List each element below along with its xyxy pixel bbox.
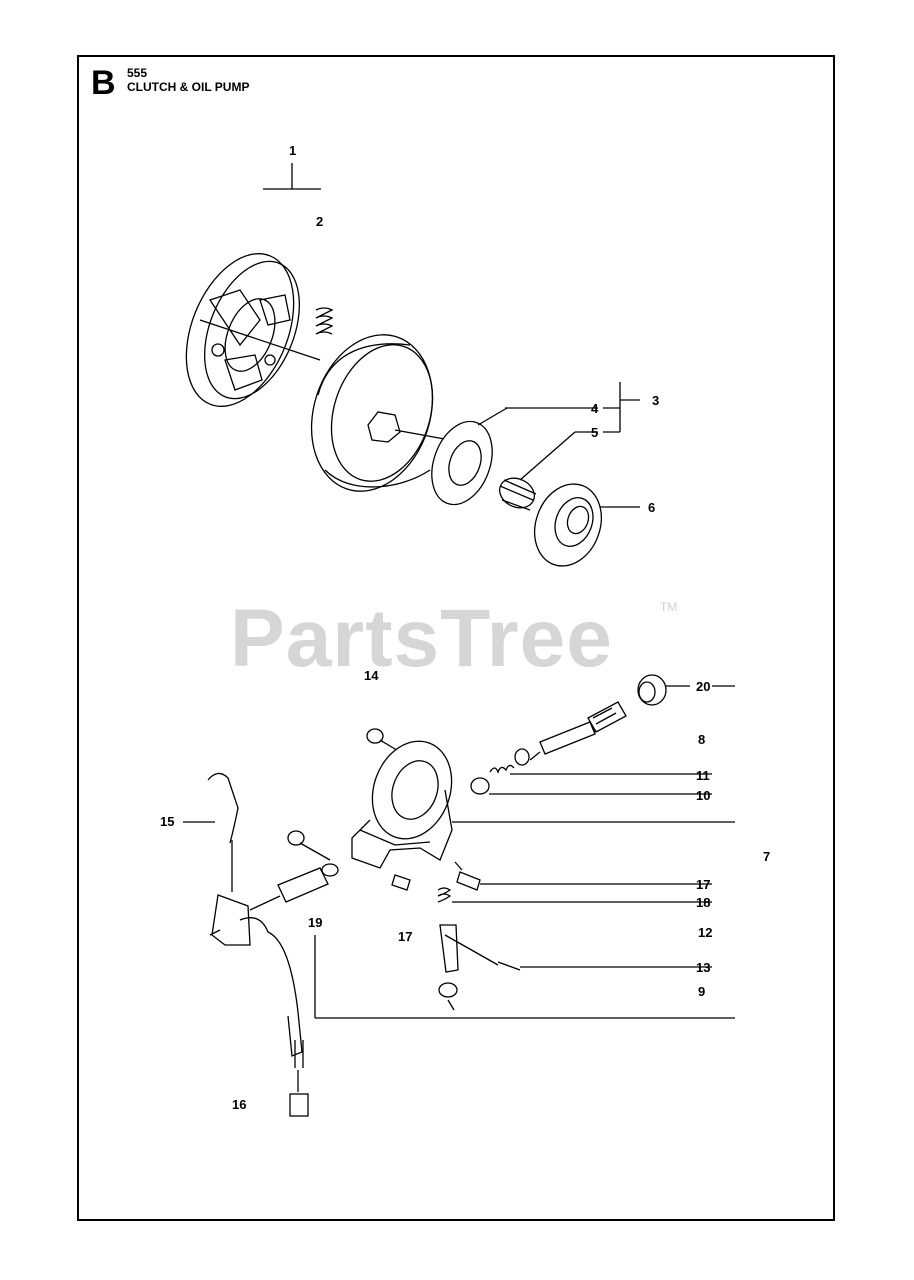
pin-part <box>391 871 712 891</box>
callout-15: 15 <box>160 814 175 829</box>
callout-20: 20 <box>696 679 711 694</box>
clutch-assembly-part <box>185 253 321 407</box>
washer-part <box>534 483 602 567</box>
callout-3: 3 <box>652 393 660 408</box>
needle-part <box>497 961 712 971</box>
callout-13: 13 <box>696 960 711 975</box>
clutch-drum-part <box>310 334 451 492</box>
oil-pump-body-part <box>351 740 735 871</box>
callout-18: 18 <box>696 895 711 910</box>
callout-14: 14 <box>364 668 379 683</box>
callout-9: 9 <box>698 984 706 999</box>
screw-part <box>287 728 413 861</box>
needle-bearing-part <box>498 477 537 511</box>
callout-17-center: 17 <box>398 929 413 944</box>
callout-8: 8 <box>698 732 706 747</box>
callout-1: 1 <box>289 143 297 158</box>
callout-5: 5 <box>591 425 599 440</box>
pump-shaft-part <box>529 701 627 761</box>
callout-bracket-1 <box>263 163 321 190</box>
section-letter: B <box>91 64 116 102</box>
callout-17-right: 17 <box>696 877 711 892</box>
oil-hose-part <box>183 772 309 1117</box>
bushing-part <box>637 674 735 706</box>
leader-lines-top <box>505 382 640 508</box>
callout-6: 6 <box>648 500 656 515</box>
valve-spring-part <box>437 887 712 903</box>
pump-spring-part <box>470 748 712 795</box>
callout-19: 19 <box>308 915 323 930</box>
diagram-title: CLUTCH & OIL PUMP <box>127 80 250 94</box>
callout-10: 10 <box>696 788 711 803</box>
callout-16: 16 <box>232 1097 247 1112</box>
clutch-spring-part <box>315 307 334 335</box>
callout-11: 11 <box>696 768 710 783</box>
oil-pipe-part <box>249 863 735 1019</box>
callout-7: 7 <box>763 849 771 864</box>
callout-4: 4 <box>591 401 599 416</box>
rim-sprocket-part <box>431 407 508 506</box>
watermark-logo: PartsTree <box>230 593 613 684</box>
callout-2: 2 <box>316 214 324 229</box>
model-number: 555 <box>127 66 148 80</box>
plunger-part <box>438 924 499 1011</box>
diagram-frame <box>77 55 835 1221</box>
callout-12: 12 <box>698 925 713 940</box>
trademark-mark: TM <box>660 600 678 614</box>
